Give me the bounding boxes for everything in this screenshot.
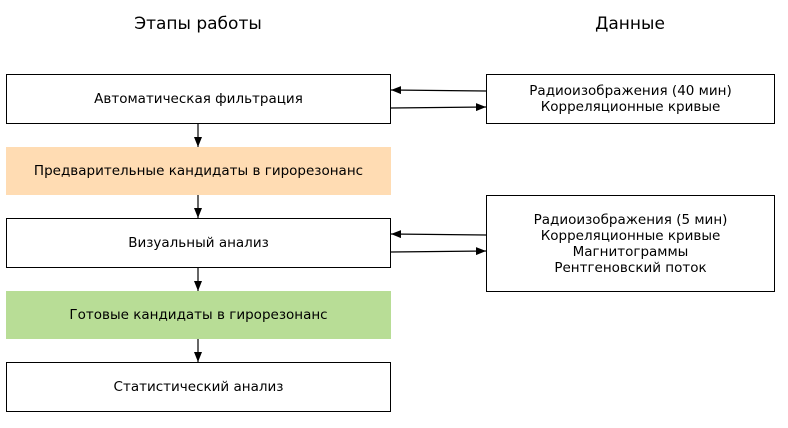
final-candidates-label: Готовые кандидаты в гирорезонанс [69,307,328,323]
preliminary-candidates-label: Предварительные кандидаты в гирорезонанс [33,163,364,179]
arrow-filter-to-data-top [390,103,487,112]
visual-analysis-label: Визуальный анализ [128,235,269,251]
data-box-bottom-line-1: Радиоизображения (5 мин) [533,211,728,228]
statistical-analysis-box: Статистический анализ [6,362,391,412]
statistical-analysis-label: Статистический анализ [113,379,284,395]
visual-analysis-box: Визуальный анализ [6,218,391,268]
data-box-bottom-line-2: Корреляционные кривые [540,227,721,244]
arrow-data-top-to-filter [390,86,487,95]
arrow-visual-to-data-bottom [390,247,487,256]
data-box-bottom-line-3: Магнитограммы [572,243,689,260]
data-box-top: Радиоизображения (40 мин) Корреляционные… [486,74,775,124]
auto-filter-box: Автоматическая фильтрация [6,74,391,124]
final-candidates-box: Готовые кандидаты в гирорезонанс [6,291,391,339]
data-box-bottom-line-4: Рентгеновский поток [554,259,707,276]
auto-filter-label: Автоматическая фильтрация [94,91,303,107]
preliminary-candidates-box: Предварительные кандидаты в гирорезонанс [6,147,391,195]
data-box-top-line-1: Радиоизображения (40 мин) [529,83,732,99]
data-box-bottom: Радиоизображения (5 мин) Корреляционные … [486,195,775,292]
arrow-data-bottom-to-visual [390,230,487,239]
stages-column-header: Этапы работы [134,14,262,34]
data-box-top-line-2: Корреляционные кривые [540,99,721,115]
data-column-header: Данные [595,14,665,34]
